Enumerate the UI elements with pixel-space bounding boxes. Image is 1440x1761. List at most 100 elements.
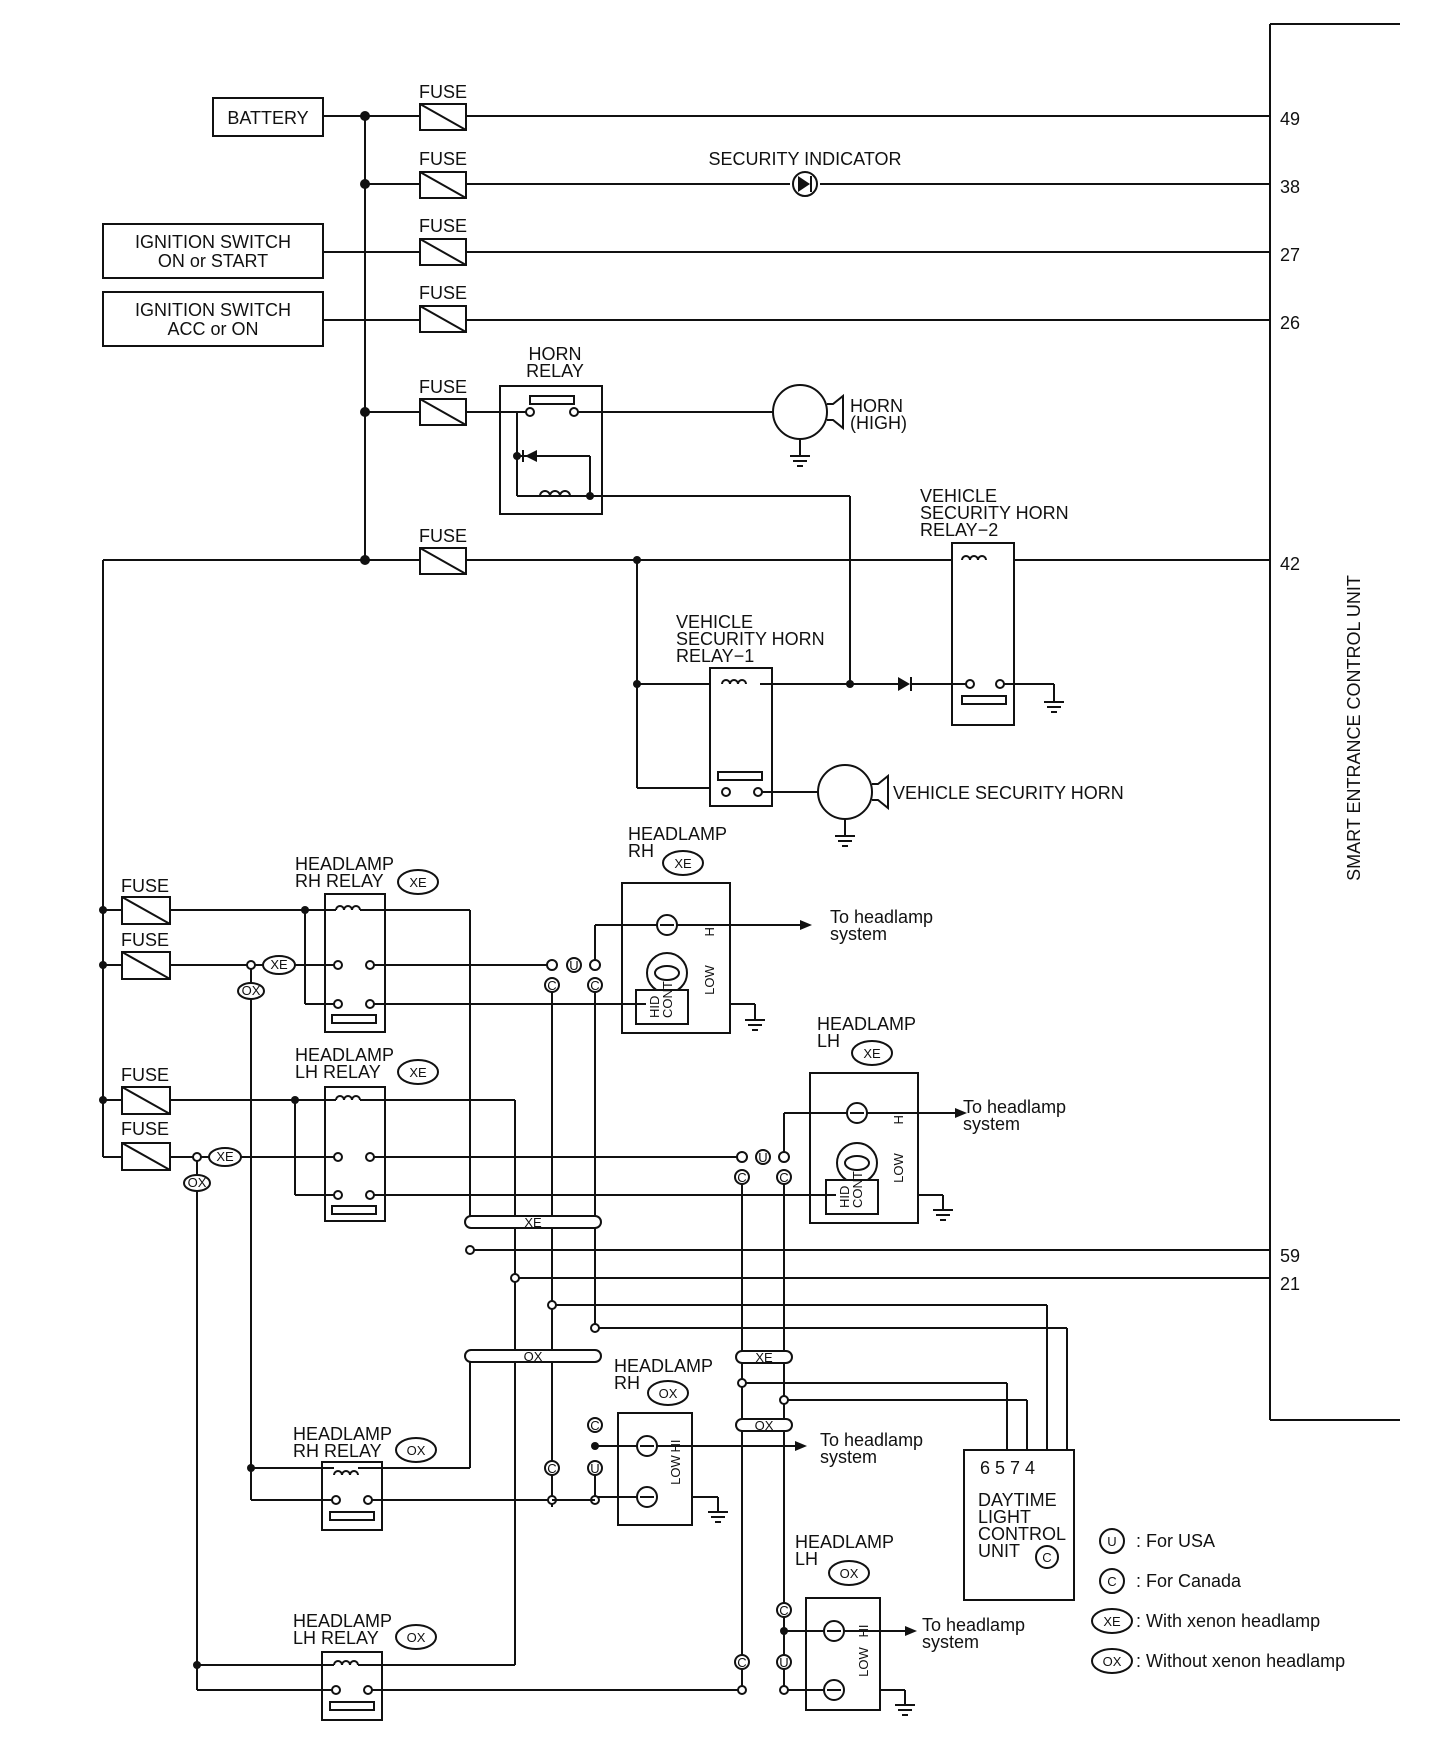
horn-line1: HORN — [850, 396, 903, 416]
hl-rh-xe-to-line2: system — [830, 924, 887, 944]
harness-xe-bar-2: XE — [735, 1350, 793, 1365]
dlcu-line3: CONTROL — [978, 1524, 1066, 1544]
ignition-on-line1: IGNITION SWITCH — [135, 232, 291, 252]
harness-xe-bar: XE — [464, 1215, 602, 1230]
headlamp-lh-xe: HEADLAMP LH XE HI To headlamp system HID… — [809, 1014, 1066, 1224]
hl-lh-ox-to-line2: system — [922, 1632, 979, 1652]
vsh-relay1-line2: SECURITY HORN — [676, 629, 825, 649]
battery: BATTERY — [212, 97, 420, 137]
ignition-on-line2: ON or START — [158, 251, 268, 271]
hl-lh-xe-low: LOW — [891, 1152, 906, 1182]
legend-u-symbol: U — [1107, 1534, 1116, 1549]
control-unit-label: SMART ENTRANCE CONTROL UNIT — [1344, 575, 1364, 881]
legend-ox-symbol: OX — [1103, 1654, 1122, 1669]
fuse-headlamp-2: FUSE — [121, 930, 171, 980]
headlamp-lh-relay-xe: HEADLAMP LH RELAY XE — [295, 1045, 439, 1222]
hl-lh-xe-to-line1: To headlamp — [963, 1097, 1066, 1117]
hl-rh-xe-line2: RH — [628, 841, 654, 861]
fuse-42-label: FUSE — [419, 526, 467, 546]
pin-27: 27 — [1280, 245, 1300, 265]
fuse-42: FUSE — [419, 526, 467, 575]
ignition-switch-acc: IGNITION SWITCH ACC or ON — [102, 291, 420, 347]
vsh-relay2-line1: VEHICLE — [920, 486, 997, 506]
headlamp-rh-relay-ox: HEADLAMP RH RELAY OX — [293, 1424, 437, 1531]
harness-ox-bar-2: OX — [735, 1418, 793, 1433]
fuse-hl3-label: FUSE — [121, 1065, 169, 1085]
rh-feed-ox-tag: OX — [242, 983, 261, 998]
vsh-relay1-line3: RELAY−1 — [676, 646, 754, 666]
fuse-horn: FUSE — [419, 377, 467, 426]
hl-lh-relay-xe-tag: XE — [409, 1065, 427, 1080]
headlamp-rh-relay-xe: HEADLAMP RH RELAY XE — [295, 854, 439, 1033]
fuse-hl1-label: FUSE — [121, 876, 169, 896]
hl-rh-relay-ox-line1: HEADLAMP — [293, 1424, 392, 1444]
harness-xe2-label: XE — [755, 1350, 773, 1365]
hl-lh-relay-ox-tag: OX — [407, 1630, 426, 1645]
horn-relay-line2: RELAY — [526, 361, 584, 381]
hl-lh-xe-line2: LH — [817, 1031, 840, 1051]
hl-rh-xe-to-line1: To headlamp — [830, 907, 933, 927]
pin-38: 38 — [1280, 177, 1300, 197]
lh-ox-c-tag-2: C — [737, 1655, 746, 1670]
rh-ox-u-tag: U — [590, 1461, 599, 1476]
pin-26: 26 — [1280, 313, 1300, 333]
hl-rh-xe-line1: HEADLAMP — [628, 824, 727, 844]
headlamp-lh-relay-ox: HEADLAMP LH RELAY OX — [293, 1611, 437, 1721]
fuse-49: FUSE — [419, 82, 467, 131]
hl-rh-ox-line1: HEADLAMP — [614, 1356, 713, 1376]
fuse-hl2-label: FUSE — [121, 930, 169, 950]
dlcu-c-tag: C — [1042, 1550, 1051, 1565]
hl-rh-ox-low: LOW — [668, 1454, 683, 1484]
rh-xe-u-tag: U — [569, 958, 578, 973]
daytime-light-control-unit: 6 5 7 4 DAYTIME LIGHT CONTROL UNIT C — [963, 1449, 1075, 1601]
fuse-27-label: FUSE — [419, 216, 467, 236]
legend-xe-symbol: XE — [1103, 1614, 1121, 1629]
legend-c-text: : For Canada — [1136, 1571, 1242, 1591]
lh-feed-xe-tag: XE — [216, 1149, 234, 1164]
fuse-headlamp-4: FUSE — [121, 1119, 171, 1171]
headlamp-feed — [99, 906, 122, 1158]
security-indicator-label: SECURITY INDICATOR — [708, 149, 901, 169]
vehicle-security-horn-relay-2: VEHICLE SECURITY HORN RELAY−2 — [920, 486, 1069, 726]
headlamp-lh-ox: HEADLAMP LH OX HI LOW To headlamp system — [795, 1532, 1025, 1716]
hl-lh-relay-xe-line2: LH RELAY — [295, 1062, 381, 1082]
fuse-38: FUSE — [419, 149, 467, 199]
hl-lh-xe-tag: XE — [863, 1046, 881, 1061]
harness-ox-bar: OX — [464, 1349, 602, 1364]
horn-line2: (HIGH) — [850, 413, 907, 433]
legend-item-xenon: XE : With xenon headlamp — [1091, 1608, 1320, 1634]
hl-lh-ox-line1: HEADLAMP — [795, 1532, 894, 1552]
hl-rh-xe-cont: CONT — [660, 981, 675, 1018]
vsh-relay2-line3: RELAY−2 — [920, 520, 998, 540]
hl-rh-ox-tag: OX — [659, 1386, 678, 1401]
hl-rh-xe-hid: HID — [647, 996, 662, 1018]
dlcu-pins: 6 5 7 4 — [980, 1458, 1035, 1478]
hl-lh-xe-to-line2: system — [963, 1114, 1020, 1134]
hl-rh-ox-to-line1: To headlamp — [820, 1430, 923, 1450]
hl-lh-xe-hi: HI — [891, 1112, 906, 1125]
dlcu-line2: LIGHT — [978, 1507, 1031, 1527]
vsh-relay2-line2: SECURITY HORN — [920, 503, 1069, 523]
lh-xe-c-tag-1: C — [737, 1170, 746, 1185]
harness-ox-label: OX — [524, 1349, 543, 1364]
hl-rh-ox-to-line2: system — [820, 1447, 877, 1467]
fuse-hl4-label: FUSE — [121, 1119, 169, 1139]
legend-item-canada: C : For Canada — [1099, 1568, 1242, 1594]
battery-label: BATTERY — [227, 108, 308, 128]
legend-item-usa: U : For USA — [1099, 1528, 1215, 1554]
lh-feed-ox-tag: OX — [188, 1175, 207, 1190]
smart-entrance-control-unit: SMART ENTRANCE CONTROL UNIT — [1269, 23, 1400, 1421]
pin-21: 21 — [1280, 1274, 1300, 1294]
pin-49: 49 — [1280, 109, 1300, 129]
lh-xe-u-tag: U — [758, 1150, 767, 1165]
legend-c-symbol: C — [1107, 1574, 1116, 1589]
vehicle-security-horn-relay-1: VEHICLE SECURITY HORN RELAY−1 — [676, 612, 966, 807]
harness-xe-label: XE — [524, 1215, 542, 1230]
hl-rh-xe-low: LOW — [702, 964, 717, 994]
dlcu-line4: UNIT — [978, 1541, 1020, 1561]
pin-42: 42 — [1280, 554, 1300, 574]
legend: U : For USA C : For Canada XE : With xen… — [1091, 1528, 1345, 1674]
hl-lh-ox-to-line1: To headlamp — [922, 1615, 1025, 1635]
